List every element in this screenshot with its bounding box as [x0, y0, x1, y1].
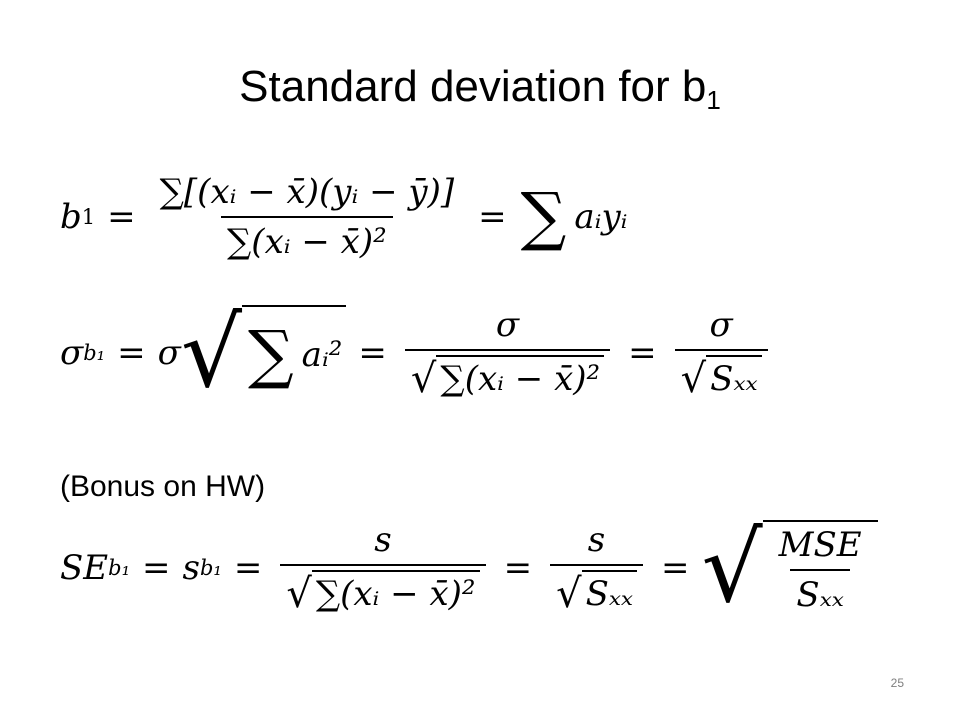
bonus-note: (Bonus on HW) [60, 470, 266, 503]
title-subscript: 1 [706, 85, 721, 115]
eq2-frac1-num: σ [495, 305, 520, 345]
page-number: 25 [890, 676, 904, 690]
sum-symbol: ∑ [520, 180, 567, 254]
eq1-rhs: aᵢyᵢ [574, 197, 628, 237]
eq1-lhs-sub: 1 [81, 205, 96, 229]
eq3-lhs: SE [60, 548, 109, 588]
eq3-s-sub: b₁ [199, 556, 222, 580]
eq2-term: aᵢ² [301, 335, 343, 375]
eq3-frac1-num: s [374, 520, 392, 560]
slide-title: Standard deviation for b1 [0, 62, 960, 116]
eq2-fraction-1: σ √ ∑(xᵢ − x̄)² [404, 305, 611, 401]
eq3-frac2-den: Sₓₓ [581, 570, 637, 614]
title-text: Standard deviation for b [239, 62, 707, 111]
eq2-lhs-sub: b₁ [83, 341, 106, 365]
eq3-sqrt: √ MSE Sₓₓ [702, 520, 878, 616]
eq3-fraction-3: MSE Sₓₓ [773, 525, 868, 615]
eq2-fraction-2: σ √ Sₓₓ [674, 305, 768, 401]
eq3-lhs-sub: b₁ [108, 556, 130, 580]
eq1-lhs: b [60, 197, 82, 237]
eq3-fraction-2: s √ Sₓₓ [550, 520, 643, 616]
eq1-denominator: ∑(xᵢ − x̄)² [221, 216, 393, 262]
eq2-frac2-num: σ [709, 305, 733, 345]
eq2-sqrt: √ ∑ aᵢ² [181, 305, 347, 401]
eq1-fraction: ∑[(xᵢ − x̄)(yᵢ − ȳ)] ∑(xᵢ − x̄)² [154, 172, 461, 262]
eq2-sigma: σ [157, 333, 181, 373]
eq3-fraction-1: s √ ∑(xᵢ − x̄)² [280, 520, 486, 616]
eq3-frac3-num: MSE [778, 525, 862, 565]
eq2-frac1-den: ∑(xᵢ − x̄)² [436, 355, 605, 399]
sum-symbol: ∑ [247, 318, 294, 392]
eq1-numerator: ∑[(xᵢ − x̄)(yᵢ − ȳ)] [159, 172, 455, 212]
eq3-s: s [182, 548, 200, 588]
eq3-frac1-den: ∑(xᵢ − x̄)² [311, 570, 480, 614]
eq2-frac2-den: Sₓₓ [706, 355, 762, 399]
eq3-frac2-num: s [587, 520, 606, 560]
eq3-frac3-den: Sₓₓ [790, 569, 850, 615]
eq2-lhs: σ [60, 333, 84, 373]
